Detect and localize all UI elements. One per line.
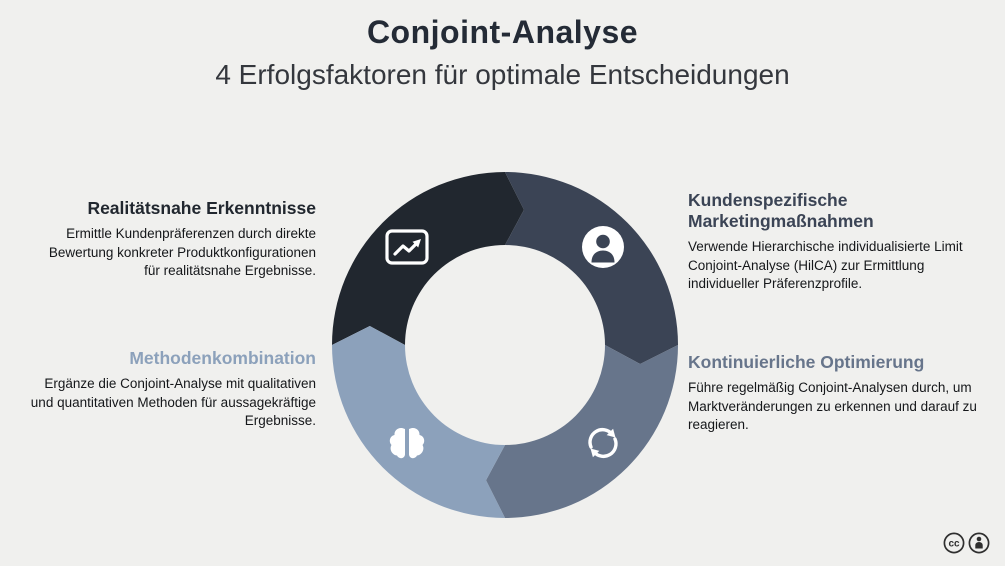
brain-icon [389, 427, 425, 459]
factor-description: Führe regelmäßig Conjoint-Analysen durch… [688, 380, 977, 433]
factor-title: Kundenspezifische Marketingmaßnahmen [688, 190, 874, 231]
attribution-icon[interactable] [968, 532, 990, 554]
license-badges: cc [943, 531, 995, 560]
factor-block-realitaetsnahe-erkenntnisse: Realitätsnahe Erkenntnisse Ermittle Kund… [30, 198, 316, 281]
line-chart-icon [385, 229, 429, 265]
factor-description: Verwende Hierarchische individualisierte… [688, 239, 963, 292]
segment-methodenkombination [332, 326, 505, 518]
page-subtitle: 4 Erfolgsfaktoren für optimale Entscheid… [215, 59, 790, 90]
segment-kontinuierliche-optimierung [486, 345, 678, 518]
factor-block-methodenkombination: Methodenkombination Ergänze die Conjoint… [30, 348, 316, 431]
factor-title: Methodenkombination [129, 348, 316, 368]
cc-icon[interactable]: cc [943, 532, 965, 554]
factor-description: Ergänze die Conjoint-Analyse mit qualita… [30, 376, 316, 429]
cycle-diagram [320, 160, 690, 530]
factor-title: Realitätsnahe Erkenntnisse [87, 198, 316, 218]
factor-block-kundenspezifische-marketingmassnahmen: Kundenspezifische Marketingmaßnahmen Ver… [688, 190, 988, 294]
segment-kundenspezifische-marketingmassnahmen [505, 172, 678, 364]
factor-block-kontinuierliche-optimierung: Kontinuierliche Optimierung Führe regelm… [688, 352, 988, 435]
factor-title: Kontinuierliche Optimierung [688, 352, 925, 372]
factor-description: Ermittle Kundenpräferenzen durch direkte… [48, 226, 316, 279]
person-icon [582, 226, 624, 268]
page-title: Conjoint-Analyse [366, 14, 639, 50]
cc-label: cc [948, 539, 960, 550]
cycle-diagram-svg [332, 172, 678, 518]
refresh-icon [588, 427, 618, 459]
